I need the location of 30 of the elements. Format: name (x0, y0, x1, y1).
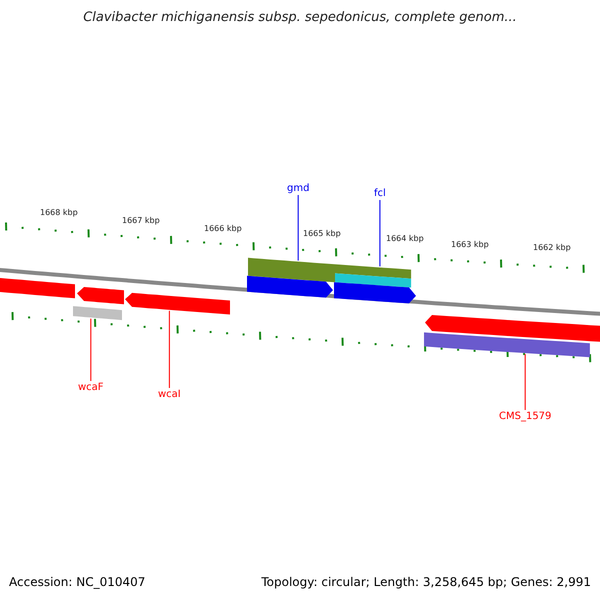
gene-feature-bar (247, 276, 333, 298)
genome-info-text: Topology: circular; Length: 3,258,645 bp; Genes: 2,991 (261, 575, 591, 589)
gene-feature-bar (0, 278, 75, 298)
leader-line (298, 194, 299, 262)
leader-line (168, 310, 170, 388)
gene-label: gmd (287, 183, 310, 194)
scale-label: 1667 kbp (122, 216, 160, 225)
gene-feature-bar (335, 264, 412, 288)
gene-feature-bar (248, 258, 335, 282)
gene-feature-bar (77, 287, 124, 304)
gene-label: wcaF (78, 382, 104, 393)
scale-label: 1665 kbp (303, 229, 341, 238)
gene-feature-bar (73, 306, 122, 320)
gene-feature-bar (334, 282, 416, 304)
leader-line (90, 318, 92, 382)
gene-label: wcaI (158, 389, 181, 400)
leader-line (379, 200, 380, 267)
leader-line (524, 354, 526, 410)
gene-label: fcl (374, 188, 386, 199)
scale-label: 1668 kbp (40, 208, 78, 217)
gene-feature-bar (125, 292, 230, 314)
gene-feature-bar (425, 315, 600, 342)
accession-text: Accession: NC_010407 (9, 575, 146, 589)
scale-label: 1666 kbp (204, 224, 242, 233)
gene-feature-bar (424, 332, 590, 358)
gene-label: CMS_1579 (499, 411, 552, 422)
scale-label: 1663 kbp (451, 240, 489, 249)
diagram-title: Clavibacter michiganensis subsp. sepedonicus, complete genom... (82, 10, 518, 25)
scale-label: 1662 kbp (533, 243, 571, 252)
scale-label: 1664 kbp (386, 234, 424, 243)
